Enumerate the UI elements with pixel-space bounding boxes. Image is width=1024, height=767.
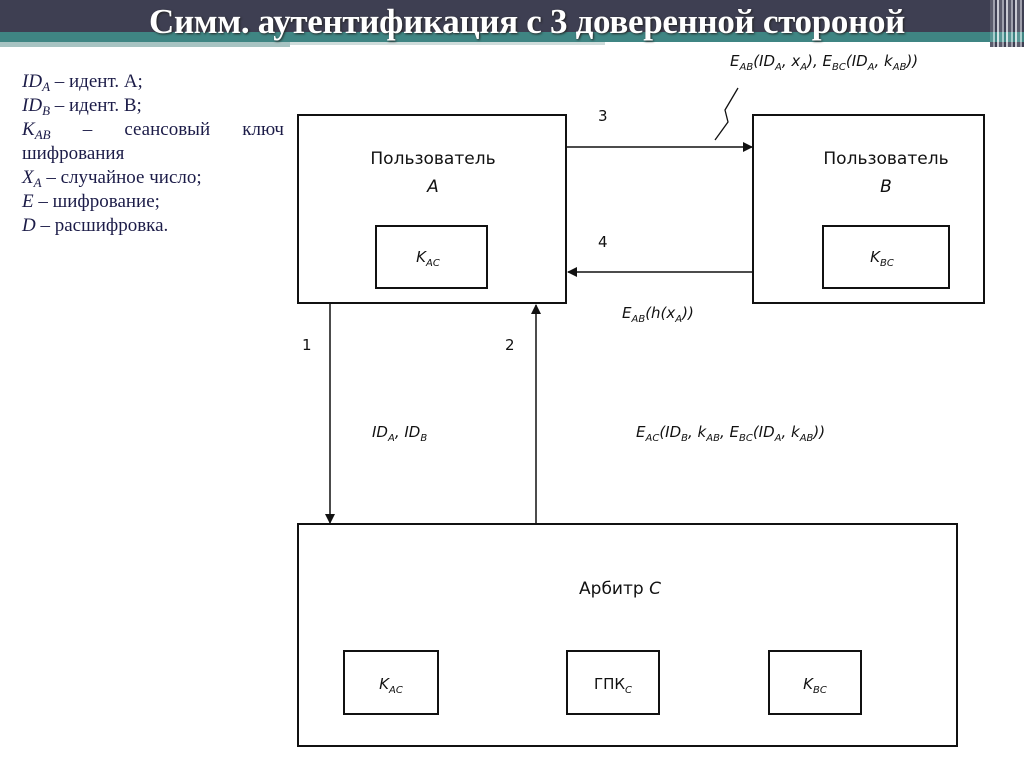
arbiter-label: Арбитр C: [579, 579, 661, 599]
arbiter-key-ac: KAC: [379, 675, 403, 696]
arbiter-key-ac-box: [343, 650, 439, 715]
user-b-node: Пользователь B KBC: [752, 114, 985, 304]
slide-title: Симм. аутентификация с 3 доверенной стор…: [148, 2, 906, 41]
step-1-label: 1: [302, 336, 312, 354]
legend-item: E – шифрование;: [22, 191, 160, 212]
edge-decoration-accent: [990, 32, 1024, 42]
title-underline-mid: [290, 42, 605, 45]
user-a-node: Пользователь A KAC: [297, 114, 567, 304]
arbiter-key-bc-box: [768, 650, 862, 715]
title-bar: Симм. аутентификация с 3 доверенной стор…: [0, 0, 1024, 48]
step-4-label: 4: [598, 233, 608, 251]
user-a-label: Пользователь: [370, 149, 495, 169]
legend-item: D – расшифровка.: [22, 215, 169, 236]
title-band: [0, 0, 990, 32]
edge-2: 2 EAC(IDB, kAB, EBC(IDA, kAB)): [505, 304, 825, 524]
user-b-box: [752, 114, 985, 304]
user-b-letter: B: [880, 177, 892, 197]
message-4: EAB(h(xA)): [622, 304, 694, 325]
arbiter-prng-box: [566, 650, 660, 715]
title-accent-band: [0, 32, 990, 42]
message-3: EAB(IDA, xA), EBC(IDA, kAB)): [730, 52, 918, 73]
arbiter-node: Арбитр C KAC ГПКC KBC: [297, 523, 958, 747]
edge-4: 4 EAB(h(xA)): [567, 233, 752, 325]
user-a-key-box: [375, 225, 488, 289]
message-2: EAC(IDB, kAB, EBC(IDA, kAB)): [636, 423, 825, 444]
user-b-key-box: [822, 225, 950, 289]
legend-item: IDA – идент. A;: [22, 71, 143, 94]
arbiter-key-bc: KBC: [803, 675, 827, 696]
edge-1: 1 IDA, IDB: [302, 304, 427, 524]
title-underline-left: [0, 42, 290, 47]
legend-item: KAB – сеансовый ключ: [22, 119, 284, 142]
arbiter-box: [297, 523, 958, 747]
legend-item: XA – случайное число;: [22, 167, 202, 190]
user-a-box: [297, 114, 567, 304]
user-a-key: KAC: [416, 248, 440, 269]
interception-zigzag-icon: [714, 87, 739, 141]
message-1: IDA, IDB: [372, 423, 427, 444]
user-a-letter: A: [426, 177, 439, 197]
step-2-label: 2: [505, 336, 515, 354]
step-3-label: 3: [598, 107, 608, 125]
user-b-label: Пользователь: [823, 149, 948, 169]
legend-item-continuation: шифрования: [22, 143, 125, 164]
arbiter-prng: ГПКC: [594, 675, 632, 696]
edge-3: 3 EAB(IDA, xA), EBC(IDA, kAB)): [567, 52, 918, 152]
legend-item: IDB – идент. B;: [22, 95, 142, 118]
legend: IDA – идент. A; IDB – идент. B; KAB – се…: [22, 70, 284, 238]
user-b-key: KBC: [870, 248, 894, 269]
